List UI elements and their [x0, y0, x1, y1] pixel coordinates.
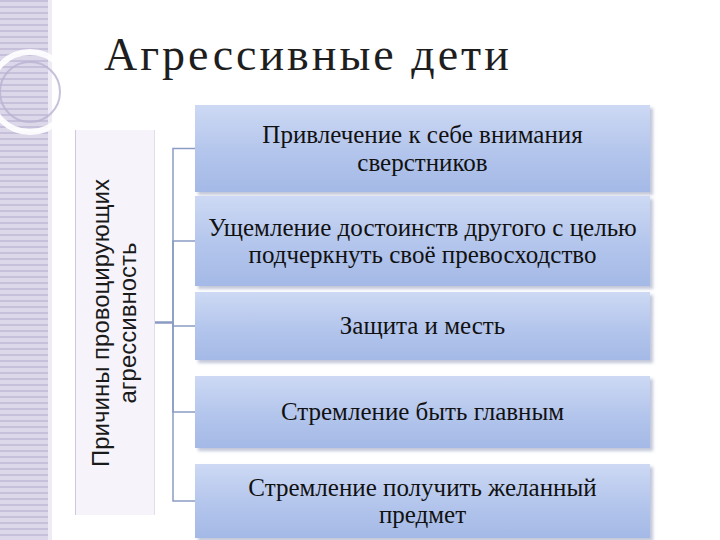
category-label-box: Причины провоцирующих агрессивность: [75, 130, 155, 515]
striped-band: [0, 0, 48, 540]
cause-text: Стремление получить желанный предмет: [205, 474, 640, 529]
cause-box: Стремление быть главным: [195, 376, 650, 448]
cause-box: Защита и месть: [195, 292, 650, 360]
cause-text: Ущемление достоинств другого с целью под…: [205, 214, 640, 269]
deco-circle: [0, 52, 70, 132]
cause-text: Стремление быть главным: [281, 398, 564, 426]
tree-connector: [155, 323, 195, 413]
tree-connector: [155, 241, 195, 323]
band-edge: [48, 0, 52, 540]
cause-box: Ущемление достоинств другого с целью под…: [195, 196, 650, 286]
diagram-title: Агрессивные дети: [104, 28, 512, 81]
cause-box: Привлечение к себе внимания сверстников: [195, 105, 650, 192]
deco-ring: [0, 62, 60, 122]
vertical-label: Причины провоцирующих агрессивность: [88, 140, 142, 505]
cause-text: Защита и месть: [340, 312, 505, 340]
cause-box: Стремление получить желанный предмет: [195, 464, 650, 538]
cause-text: Привлечение к себе внимания сверстников: [205, 121, 640, 176]
tree-connector: [155, 323, 195, 502]
tree-connector: [155, 149, 195, 323]
